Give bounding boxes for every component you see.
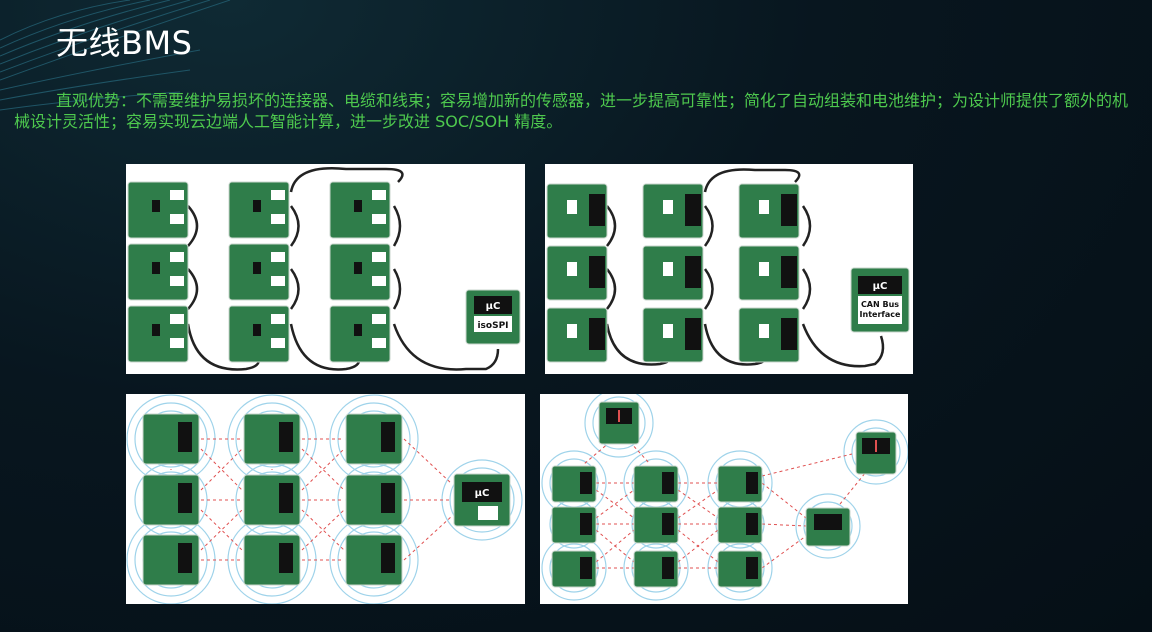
figure-wired-can: μC CAN Bus Interface	[545, 164, 913, 374]
mcu-label: μC	[475, 488, 490, 499]
decorative-wave-lines	[0, 0, 231, 111]
slide-title: 无线BMS	[56, 24, 193, 62]
figure-wireless-network	[540, 394, 908, 604]
can-label-line2: Interface	[860, 310, 901, 319]
can-label-line1: CAN Bus	[861, 300, 899, 309]
figure-wired-isospi: μC isoSPI	[126, 164, 525, 374]
mcu-label: μC	[486, 301, 501, 312]
mcu-label: μC	[873, 281, 888, 292]
isospi-label: isoSPI	[477, 321, 508, 331]
slide-description: 直观优势：不需要维护易损坏的连接器、电缆和线束；容易增加新的传感器，进一步提高可…	[14, 91, 1129, 131]
figure-wireless-mesh: μC	[126, 394, 525, 604]
